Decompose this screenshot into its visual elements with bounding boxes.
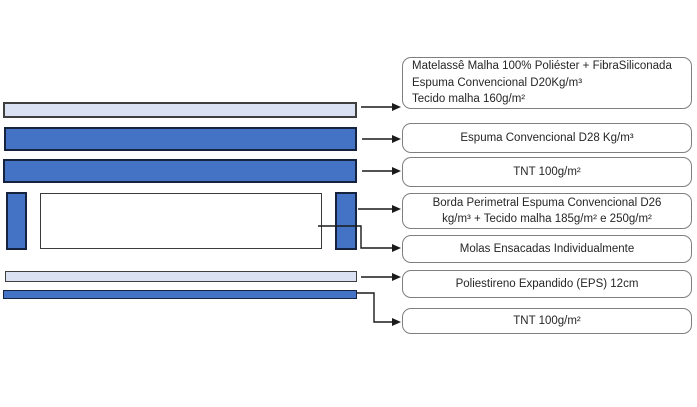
layer-tnt-upper-bar — [3, 159, 357, 183]
layer-matelasse-bar — [3, 102, 357, 118]
label-line: Poliestireno Expandido (EPS) 12cm — [455, 277, 639, 290]
layer-tnt-bottom-bar — [3, 290, 357, 299]
label-line: Espuma Convencional D20Kg/m³ — [412, 76, 583, 89]
label-line: Espuma Convencional D28 Kg/m³ — [460, 131, 634, 144]
springs-core-box — [40, 193, 322, 249]
callout-label-eps: Poliestireno Expandido (EPS) 12cm — [402, 270, 692, 298]
callout-label-borda-perimetral: Borda Perimetral Espuma Convencional D26… — [402, 193, 692, 229]
label-line: Matelassê Malha 100% Poliéster + FibraSi… — [412, 60, 672, 73]
border-block-right — [335, 192, 357, 250]
label-line: Molas Ensacadas Individualmente — [459, 242, 635, 255]
callout-label-tnt-bottom: TNT 100g/m² — [402, 308, 692, 334]
label-line: TNT 100g/m² — [513, 165, 581, 178]
callout-label-tnt-upper: TNT 100g/m² — [402, 157, 692, 187]
label-line: TNT 100g/m² — [513, 314, 581, 327]
label-line: kg/m³ + Tecido malha 185g/m² e 250g/m² — [442, 213, 652, 225]
layer-eps-bar — [5, 271, 357, 282]
callout-label-espuma-d28: Espuma Convencional D28 Kg/m³ — [402, 123, 692, 153]
arrow-tnt-bottom — [357, 292, 401, 326]
label-line: Tecido malha 160g/m² — [412, 93, 526, 106]
callout-label-molas: Molas Ensacadas Individualmente — [402, 235, 692, 263]
layer-espuma-d28-bar — [4, 127, 357, 151]
label-line: Borda Perimetral Espuma Convencional D26 — [432, 196, 662, 209]
border-block-left — [6, 192, 27, 250]
callout-label-matelasse: Matelassê Malha 100% Poliéster + FibraSi… — [402, 57, 692, 109]
